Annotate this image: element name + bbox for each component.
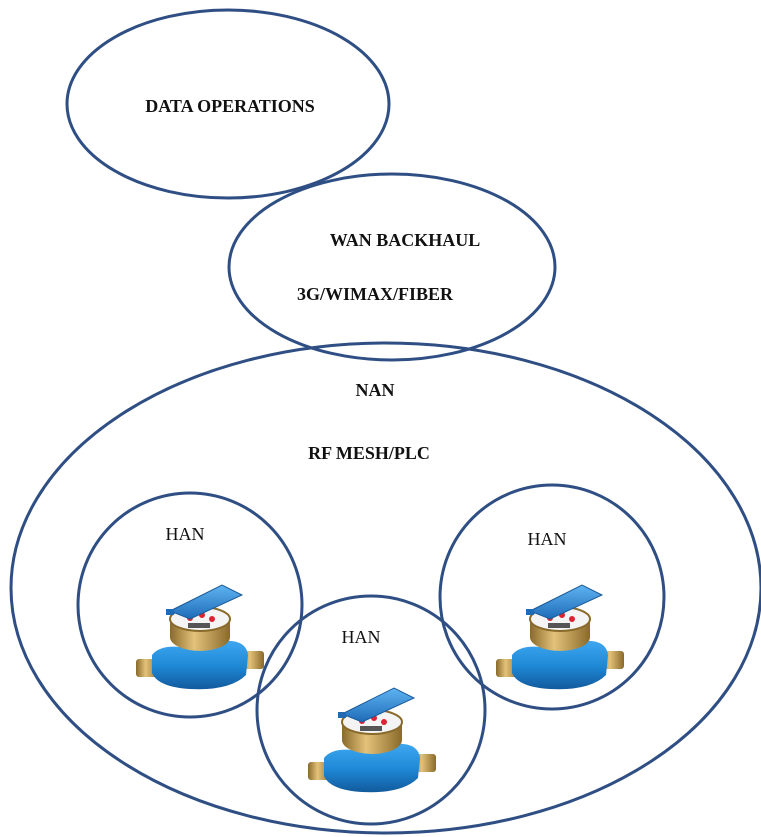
water-meter-icon [307,687,437,794]
han-left-circle [76,491,304,719]
han-right-label: HAN [528,529,567,549]
water-meter-icon [135,584,265,691]
data-operations-label: DATA OPERATIONS [145,96,315,116]
wan-backhaul-label: WAN BACKHAUL [330,230,481,250]
wan-technology-label: 3G/WIMAX/FIBER [297,284,454,304]
han-right-circle [438,483,666,711]
wan-backhaul-ellipse [227,172,557,362]
han-center-label: HAN [342,627,381,647]
nan-technology-label: RF MESH/PLC [308,443,430,463]
nan-label: NAN [356,380,395,400]
nan-ellipse [9,341,761,835]
han-left-label: HAN [166,524,205,544]
data-operations-ellipse [65,8,391,200]
water-meter-icon [495,584,625,691]
han-center-circle [255,594,487,826]
